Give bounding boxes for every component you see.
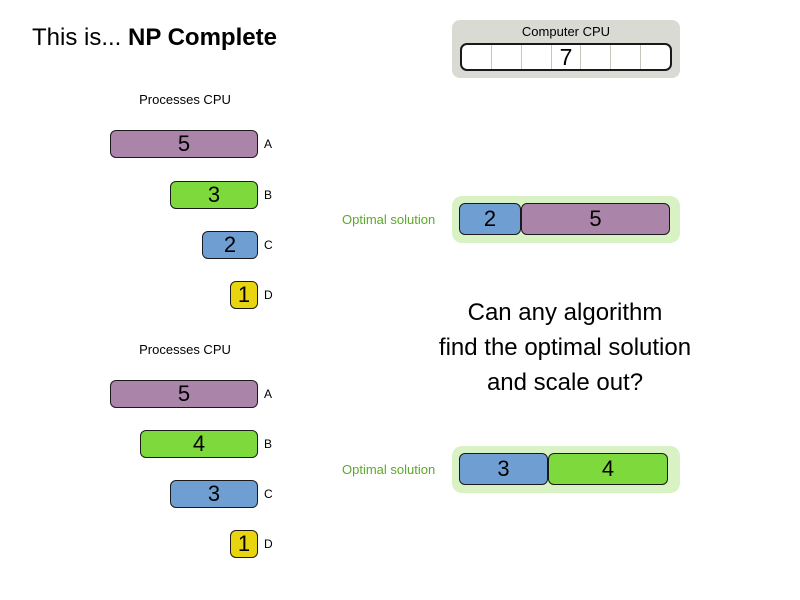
optimal2-segment-blue: 3: [459, 453, 548, 485]
question-line-3: and scale out?: [486, 369, 644, 396]
cpu-cell-5: [581, 45, 612, 69]
cpu-cell-3: [522, 45, 552, 69]
processes-cpu-label-2: Processes CPU: [139, 342, 231, 357]
optimal2-segment-green: 4: [548, 453, 668, 485]
optimal1-segment-purple: 5: [521, 203, 670, 235]
process-letter-set1-d: D: [264, 288, 273, 302]
process-bar-set2-a: 5: [110, 380, 258, 408]
process-bar-set2-d: 1: [230, 530, 258, 558]
optimal-solution-label-1: Optimal solution: [342, 212, 436, 227]
cpu-cell-4: 7: [552, 45, 582, 69]
process-letter-set2-c: C: [264, 487, 273, 501]
optimal1-segment-blue: 2: [459, 203, 521, 235]
cpu-cell-6: [611, 45, 642, 69]
process-bar-set2-b: 4: [140, 430, 258, 458]
optimal-solution-label-2: Optimal solution: [342, 462, 436, 477]
process-letter-set1-c: C: [264, 238, 273, 252]
processes-cpu-label-1: Processes CPU: [139, 92, 231, 107]
process-letter-set2-d: D: [264, 537, 273, 551]
page-title: This is... NP Complete: [32, 24, 277, 52]
computer-cpu-panel: Computer CPU 7: [452, 20, 680, 78]
computer-cpu-label: Computer CPU: [521, 24, 611, 39]
process-bar-set1-c: 2: [202, 231, 258, 259]
title-prefix: This is...: [32, 24, 129, 51]
process-bar-set1-d: 1: [230, 281, 258, 309]
process-letter-set1-b: B: [264, 188, 273, 202]
process-letter-set1-a: A: [264, 137, 273, 151]
question-line-1: Can any algorithm: [467, 299, 663, 326]
question-line-2: find the optimal solution: [438, 334, 692, 361]
cpu-cell-1: [462, 45, 492, 69]
process-bar-set2-c: 3: [170, 480, 258, 508]
process-bar-set1-b: 3: [170, 181, 258, 209]
optimal-solution-tray-1: 2 5: [452, 196, 680, 243]
title-emphasis: NP Complete: [128, 24, 277, 51]
cpu-cell-7: [641, 45, 670, 69]
process-letter-set2-a: A: [264, 387, 273, 401]
process-letter-set2-b: B: [264, 437, 273, 451]
question-text: Can any algorithm find the optimal solut…: [400, 295, 730, 400]
process-bar-set1-a: 5: [110, 130, 258, 158]
cpu-cell-2: [492, 45, 522, 69]
computer-cpu-track: 7: [460, 43, 672, 71]
optimal-solution-tray-2: 3 4: [452, 446, 680, 493]
